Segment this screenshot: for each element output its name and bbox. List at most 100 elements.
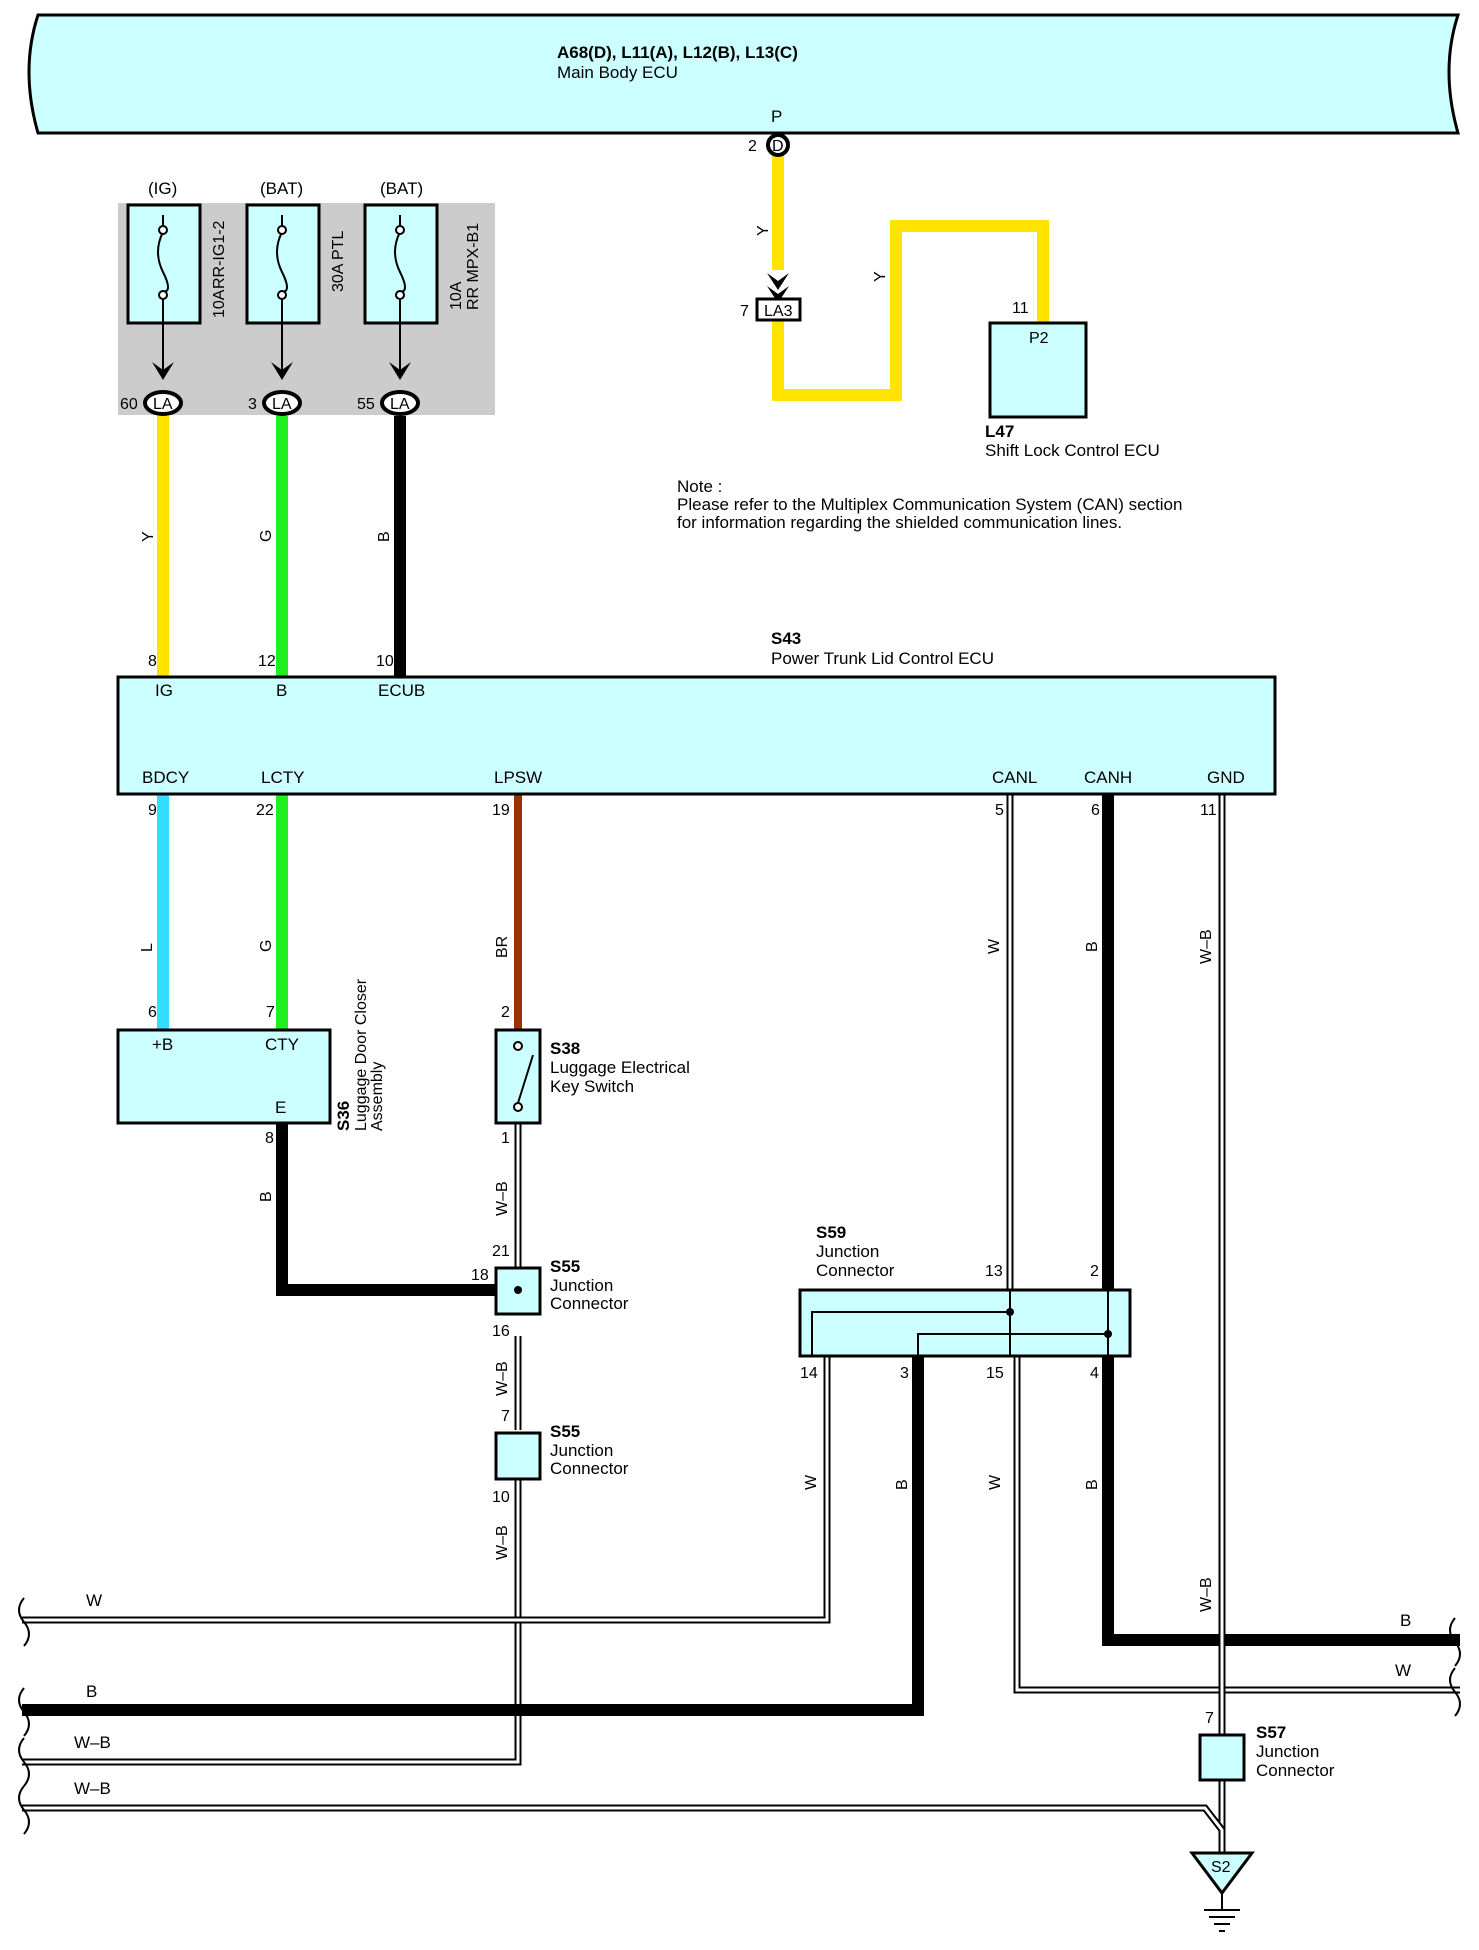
fuse-3-name: RR MPX-B1	[465, 223, 482, 310]
s43-box	[116, 675, 1277, 796]
s59-code: S59	[816, 1223, 846, 1242]
s36-box	[116, 1028, 332, 1125]
s59-pin-3: 3	[900, 1365, 909, 1382]
s38-contact-top	[513, 1041, 523, 1051]
connector-d-label: D	[772, 138, 784, 155]
fuse-3-supply: (BAT)	[380, 179, 423, 198]
wire-label-b-s59-3: B	[894, 1479, 911, 1490]
ground-icon	[1204, 1893, 1240, 1932]
main-body-ecu-box	[27, 13, 1461, 135]
s43-top-pin-name-1: IG	[155, 681, 173, 700]
wire-b-s36-e	[276, 1124, 496, 1296]
la-3-pin: 55	[357, 396, 375, 413]
wire-label-w-s59-15: W	[987, 1474, 1004, 1490]
s55b-name-1: Junction	[550, 1441, 613, 1460]
s55b-pin-top: 7	[501, 1408, 510, 1425]
s57-name-1: Junction	[1256, 1742, 1319, 1761]
main-ecu-pin-num: 2	[748, 138, 757, 155]
l47-box	[988, 321, 1088, 419]
s43-bottom-pin-name-4: CANL	[992, 768, 1037, 787]
wire-label-b-canh: B	[1084, 941, 1101, 952]
s36-pin-cty-name: CTY	[265, 1035, 299, 1054]
wire-label-w-left: W	[86, 1591, 102, 1610]
wires	[22, 152, 1460, 1852]
l47-pin: 11	[1012, 300, 1029, 317]
fuse-1-name: RR-IG1-2	[211, 220, 228, 289]
s57-code: S57	[1256, 1723, 1286, 1742]
wire-label-g-b: G	[258, 530, 275, 542]
s38-pin-bottom: 1	[501, 1130, 510, 1147]
s57-box	[1198, 1733, 1246, 1782]
s59-name-2: Connector	[816, 1261, 895, 1280]
la-2-label: LA	[272, 396, 292, 413]
wire-b-s59-3	[22, 1357, 924, 1716]
wire-label-b-right: B	[1400, 1611, 1411, 1630]
la-2-pin: 3	[248, 396, 257, 413]
l47-pin-name: P2	[1029, 330, 1049, 347]
connector-d-symbol	[766, 133, 790, 157]
s43-bottom-pin-name-2: LCTY	[261, 768, 304, 787]
s43-bottom-pin-num-6: 11	[1200, 802, 1217, 819]
s43-top-pin-num-3: 10	[376, 653, 394, 670]
fuse-rr-mpx-b1	[363, 203, 439, 380]
s36-pin-e-name: E	[275, 1098, 286, 1117]
s43-bottom-pin-name-1: BDCY	[142, 768, 189, 787]
s43-name: Power Trunk Lid Control ECU	[771, 649, 994, 668]
wire-label-l: L	[139, 943, 156, 952]
s55a-junction-dot	[514, 1286, 522, 1294]
s43-bottom-pin-num-5: 6	[1091, 802, 1100, 819]
s55a-pin-left: 18	[471, 1267, 489, 1284]
fuse-ptl	[245, 203, 321, 380]
s36-code: S36	[334, 1101, 353, 1131]
s55b-code: S55	[550, 1422, 580, 1441]
wire-label-br: BR	[494, 936, 511, 958]
wire-label-wb-s55a: W–B	[494, 1361, 511, 1396]
wb-double-lines	[22, 1124, 522, 1766]
s36-pin-cty: 7	[266, 1004, 275, 1021]
s38-contact-bottom	[513, 1102, 523, 1112]
s55a-pin-top: 21	[492, 1243, 510, 1260]
s59-name-1: Junction	[816, 1242, 879, 1261]
wire-label-wb-gnd: W–B	[1198, 929, 1215, 964]
s59-pin-4: 4	[1090, 1365, 1099, 1382]
fuse-2-name: PTL	[330, 231, 347, 260]
wire-label-wb-left-2: W–B	[74, 1779, 111, 1798]
note-title: Note :	[677, 477, 722, 496]
s43-top-pin-num-2: 12	[258, 653, 276, 670]
note-line1: Please refer to the Multiplex Communicat…	[677, 495, 1182, 514]
la3-arrow	[767, 273, 789, 303]
la-3-label: LA	[390, 396, 410, 413]
s59-dot-1	[1006, 1308, 1014, 1316]
s59-dot-2	[1104, 1330, 1112, 1338]
s59-box	[798, 1288, 1132, 1358]
la3-pin: 7	[740, 303, 749, 320]
wire-label-y-ig: Y	[140, 531, 157, 542]
s36-pin-b-name: +B	[152, 1035, 173, 1054]
s55a-name-2: Connector	[550, 1294, 629, 1313]
fuse-rr-ig1-2	[126, 203, 202, 380]
s36-name-1: Luggage Door Closer	[353, 978, 370, 1131]
wire-y-la3-to-l47	[772, 220, 1049, 401]
s43-bottom-pin-num-1: 9	[148, 802, 157, 819]
s38-pin-top: 2	[501, 1004, 510, 1021]
s43-top-pin-name-3: ECUB	[378, 681, 425, 700]
s59-pin-14: 14	[800, 1365, 818, 1382]
s55a-name-1: Junction	[550, 1276, 613, 1295]
s57-name-2: Connector	[1256, 1761, 1335, 1780]
wire-label-g-lcty: G	[258, 940, 275, 952]
wire-label-b-s59-4: B	[1084, 1479, 1101, 1490]
fuse-2-supply: (BAT)	[260, 179, 303, 198]
s59-internal-lines	[811, 1290, 1109, 1356]
s43-bottom-pin-name-6: GND	[1207, 768, 1245, 787]
s57-pin-top: 7	[1205, 1710, 1214, 1727]
s36-pin-e: 8	[265, 1130, 274, 1147]
main-ecu-pin-name: P	[771, 107, 782, 126]
fuse-2-rating: 30A	[330, 263, 347, 292]
s59-pin-2: 2	[1090, 1263, 1099, 1280]
wire-label-b-ecub: B	[376, 531, 393, 542]
la-1-pin: 60	[120, 396, 138, 413]
l47-code: L47	[985, 422, 1014, 441]
s59-pin-13: 13	[985, 1263, 1003, 1280]
line-break-right	[1449, 1617, 1461, 1717]
